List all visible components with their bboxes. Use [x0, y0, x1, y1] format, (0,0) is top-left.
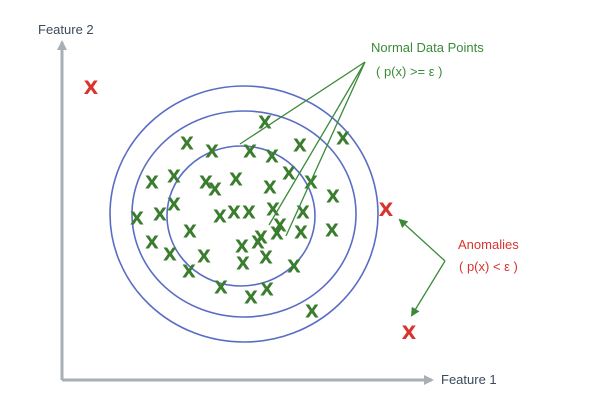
normal-point-marker: X: [293, 136, 307, 157]
normal-point-marker: X: [254, 228, 268, 249]
normal-point-marker: X: [296, 203, 310, 224]
normal-point-marker: X: [326, 187, 340, 208]
normal-point-marker: X: [287, 257, 301, 278]
normal-pointer-lines: [239, 61, 366, 237]
normal-point-marker: X: [336, 129, 350, 150]
contour-middle: [131, 110, 357, 318]
normal-point-marker: X: [153, 205, 167, 226]
normal-pointer-line-3: [285, 61, 366, 237]
normal-pointer-line-2: [268, 61, 366, 226]
normal-point-marker: X: [167, 167, 181, 188]
normal-point-marker: X: [258, 113, 272, 134]
anomaly-arrow-lower: [410, 260, 446, 317]
normal-point-marker: X: [236, 254, 250, 275]
normal-point-marker: X: [163, 245, 177, 266]
contour-inner: [166, 145, 316, 287]
normal-point-marker: X: [294, 223, 308, 244]
normal-point-marker: X: [130, 209, 144, 230]
x-axis-label: Feature 1: [441, 372, 497, 387]
normal-point-marker: X: [182, 262, 196, 283]
anomaly-points: XXX: [84, 77, 417, 344]
normal-point-marker: X: [263, 178, 277, 199]
normal-point-marker: X: [244, 288, 258, 309]
anomaly-annotation: Anomalies ( p(x) < ε ): [458, 237, 519, 274]
normal-point-marker: X: [282, 164, 296, 185]
anomaly-point-marker: X: [379, 199, 394, 221]
normal-annotation: Normal Data Points ( p(x) >= ε ): [371, 40, 484, 79]
anomaly-arrow-upper: [398, 218, 446, 262]
normal-point-marker: X: [242, 203, 256, 224]
normal-point-marker: X: [213, 207, 227, 228]
normal-point-marker: X: [243, 142, 257, 163]
normal-point-marker: X: [183, 222, 197, 243]
normal-annotation-title: Normal Data Points: [371, 40, 484, 55]
anomaly-annotation-condition: ( p(x) < ε ): [459, 259, 518, 274]
normal-point-marker: X: [251, 233, 265, 254]
normal-point-marker: X: [227, 203, 241, 224]
normal-point-marker: X: [235, 237, 249, 258]
normal-point-marker: X: [197, 247, 211, 268]
normal-point-marker: X: [325, 221, 339, 242]
density-contours: [109, 85, 379, 343]
normal-annotation-condition: ( p(x) >= ε ): [376, 64, 442, 79]
normal-point-marker: X: [265, 147, 279, 168]
normal-point-marker: X: [145, 233, 159, 254]
normal-point-marker: X: [199, 173, 213, 194]
y-axis-label: Feature 2: [38, 22, 94, 37]
contour-outer: [109, 85, 379, 343]
anomaly-point-marker: X: [402, 322, 417, 344]
normal-point-marker: X: [145, 173, 159, 194]
normal-point-marker: X: [260, 280, 274, 301]
normal-pointer-line-1: [239, 61, 366, 145]
normal-point-marker: X: [273, 216, 287, 237]
anomaly-annotation-title: Anomalies: [458, 237, 519, 252]
normal-point-marker: X: [180, 134, 194, 155]
anomaly-pointer-arrows: [398, 218, 446, 317]
normal-point-marker: X: [259, 248, 273, 269]
normal-point-marker: X: [208, 180, 222, 201]
normal-point-marker: X: [270, 224, 284, 245]
normal-point-marker: X: [305, 302, 319, 323]
normal-point-marker: X: [205, 142, 219, 163]
normal-point-marker: X: [266, 200, 280, 221]
normal-point-marker: X: [214, 278, 228, 299]
axes: Feature 2 Feature 1: [38, 22, 497, 387]
normal-point-marker: X: [229, 170, 243, 191]
normal-point-marker: X: [167, 195, 181, 216]
anomaly-point-marker: X: [84, 77, 99, 99]
